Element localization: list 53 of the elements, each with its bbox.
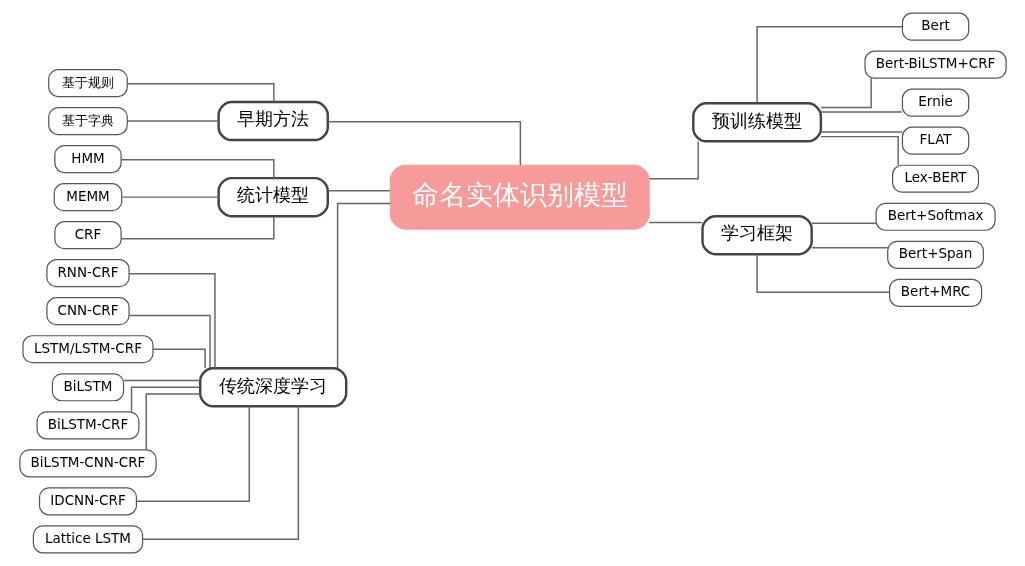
connector: [119, 159, 275, 179]
node-box: IDCNN-CRF: [38, 487, 137, 516]
connector: [755, 25, 903, 104]
connector: [122, 379, 201, 382]
connector: [130, 386, 201, 413]
connector: [819, 135, 899, 166]
node-box: MEMM: [53, 183, 122, 212]
connector: [336, 202, 391, 369]
connector: [326, 190, 391, 192]
node-box: Ernie: [901, 88, 969, 117]
connector: [819, 111, 903, 113]
node-box: BiLSTM-CRF: [35, 411, 139, 440]
connector: [126, 82, 275, 103]
node-box: 基于规则: [47, 68, 128, 98]
node-box: 早期方法: [216, 100, 329, 142]
connector: [648, 140, 699, 180]
connector: [819, 77, 872, 109]
node-box: Bert+Span: [886, 240, 984, 269]
node-box: 传统深度学习: [198, 367, 347, 408]
connector: [326, 120, 521, 166]
node-box: FLAT: [901, 126, 969, 155]
node-box: CNN-CRF: [45, 297, 130, 326]
connector: [120, 196, 219, 198]
node-box: BiLSTM-CNN-CRF: [18, 449, 157, 478]
connector: [810, 247, 888, 249]
node-box: 统计模型: [216, 176, 329, 218]
connector: [145, 393, 201, 451]
connector: [755, 253, 890, 293]
node-box: Bert+MRC: [888, 278, 982, 307]
node-box: 预训练模型: [691, 102, 822, 143]
node-box: 学习框架: [700, 214, 813, 256]
node-box: CRF: [53, 221, 122, 250]
node-box: Bert-BiLSTM+CRF: [863, 50, 1007, 79]
node-box: LSTM/LSTM-CRF: [21, 335, 154, 364]
connector: [819, 131, 903, 133]
connector: [141, 405, 299, 541]
node-box: Lattice LSTM: [32, 525, 143, 554]
connector: [126, 120, 219, 122]
node-box: RNN-CRF: [45, 259, 130, 288]
connector: [128, 314, 211, 369]
node-box: Bert: [901, 12, 969, 41]
connector: [127, 273, 216, 369]
node-box: BiLSTM: [51, 373, 124, 402]
node-box: 基于字典: [47, 107, 128, 136]
connector: [135, 405, 250, 503]
connector: [647, 221, 703, 224]
node-box: 命名实体识别模型: [389, 164, 650, 230]
connector: [151, 348, 206, 369]
node-box: HMM: [53, 145, 122, 174]
connector: [810, 222, 876, 224]
node-box: Bert+Softmax: [874, 202, 996, 231]
node-box: Lex-BERT: [891, 164, 979, 193]
connector: [119, 215, 275, 240]
